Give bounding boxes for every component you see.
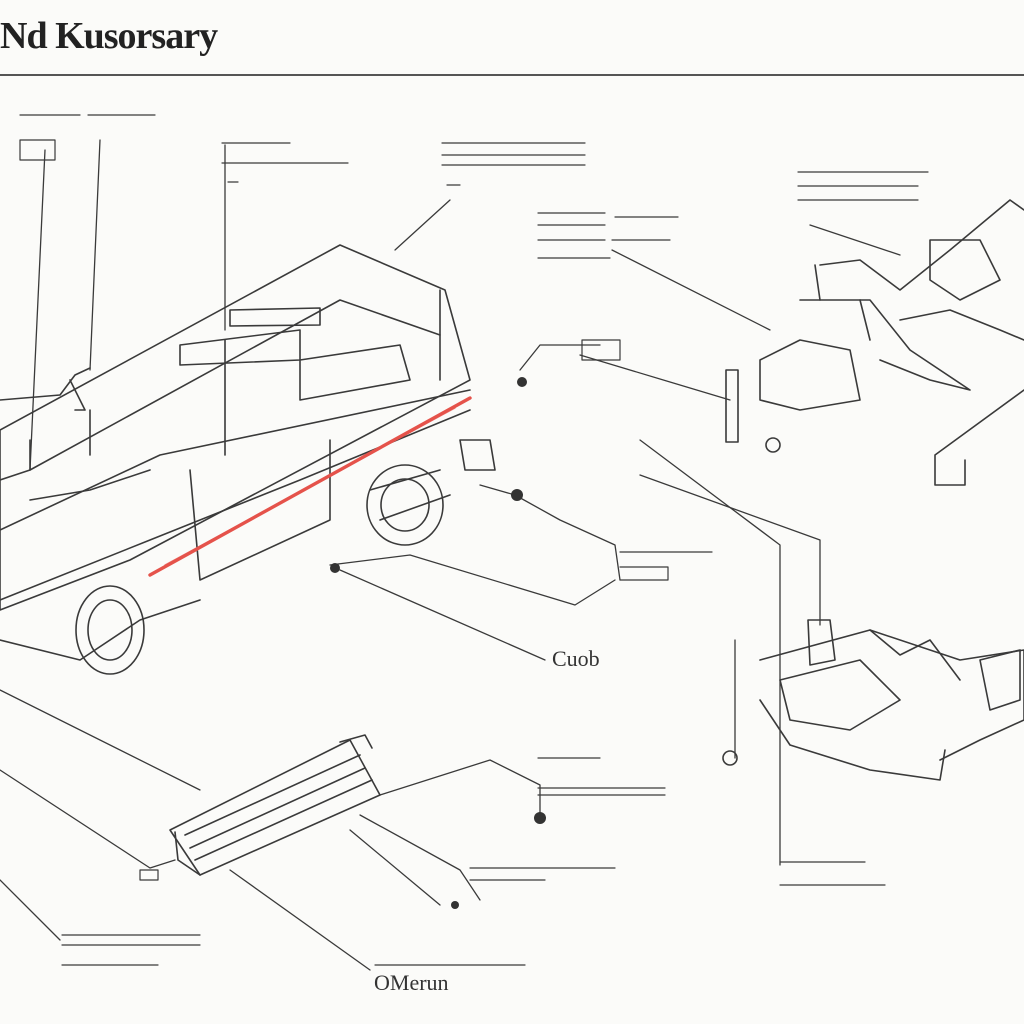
diagram-title: Nd Kusorsary	[0, 15, 218, 57]
callout-label-cuob: Cuob	[552, 646, 600, 671]
leader-lines	[0, 139, 901, 971]
callout-label-omerun: OMerun	[374, 970, 449, 995]
engine-assembly-lower	[722, 619, 1024, 781]
vehicle-body	[0, 244, 471, 661]
callout-boxes	[19, 114, 929, 966]
connector-dots	[330, 377, 546, 909]
engine-assembly-upper	[725, 199, 1024, 486]
rear-wheel	[366, 439, 496, 546]
front-wheel	[75, 585, 145, 675]
highlighted-pipe	[148, 396, 472, 577]
grille-part	[169, 734, 381, 876]
title-rule	[0, 74, 1024, 76]
